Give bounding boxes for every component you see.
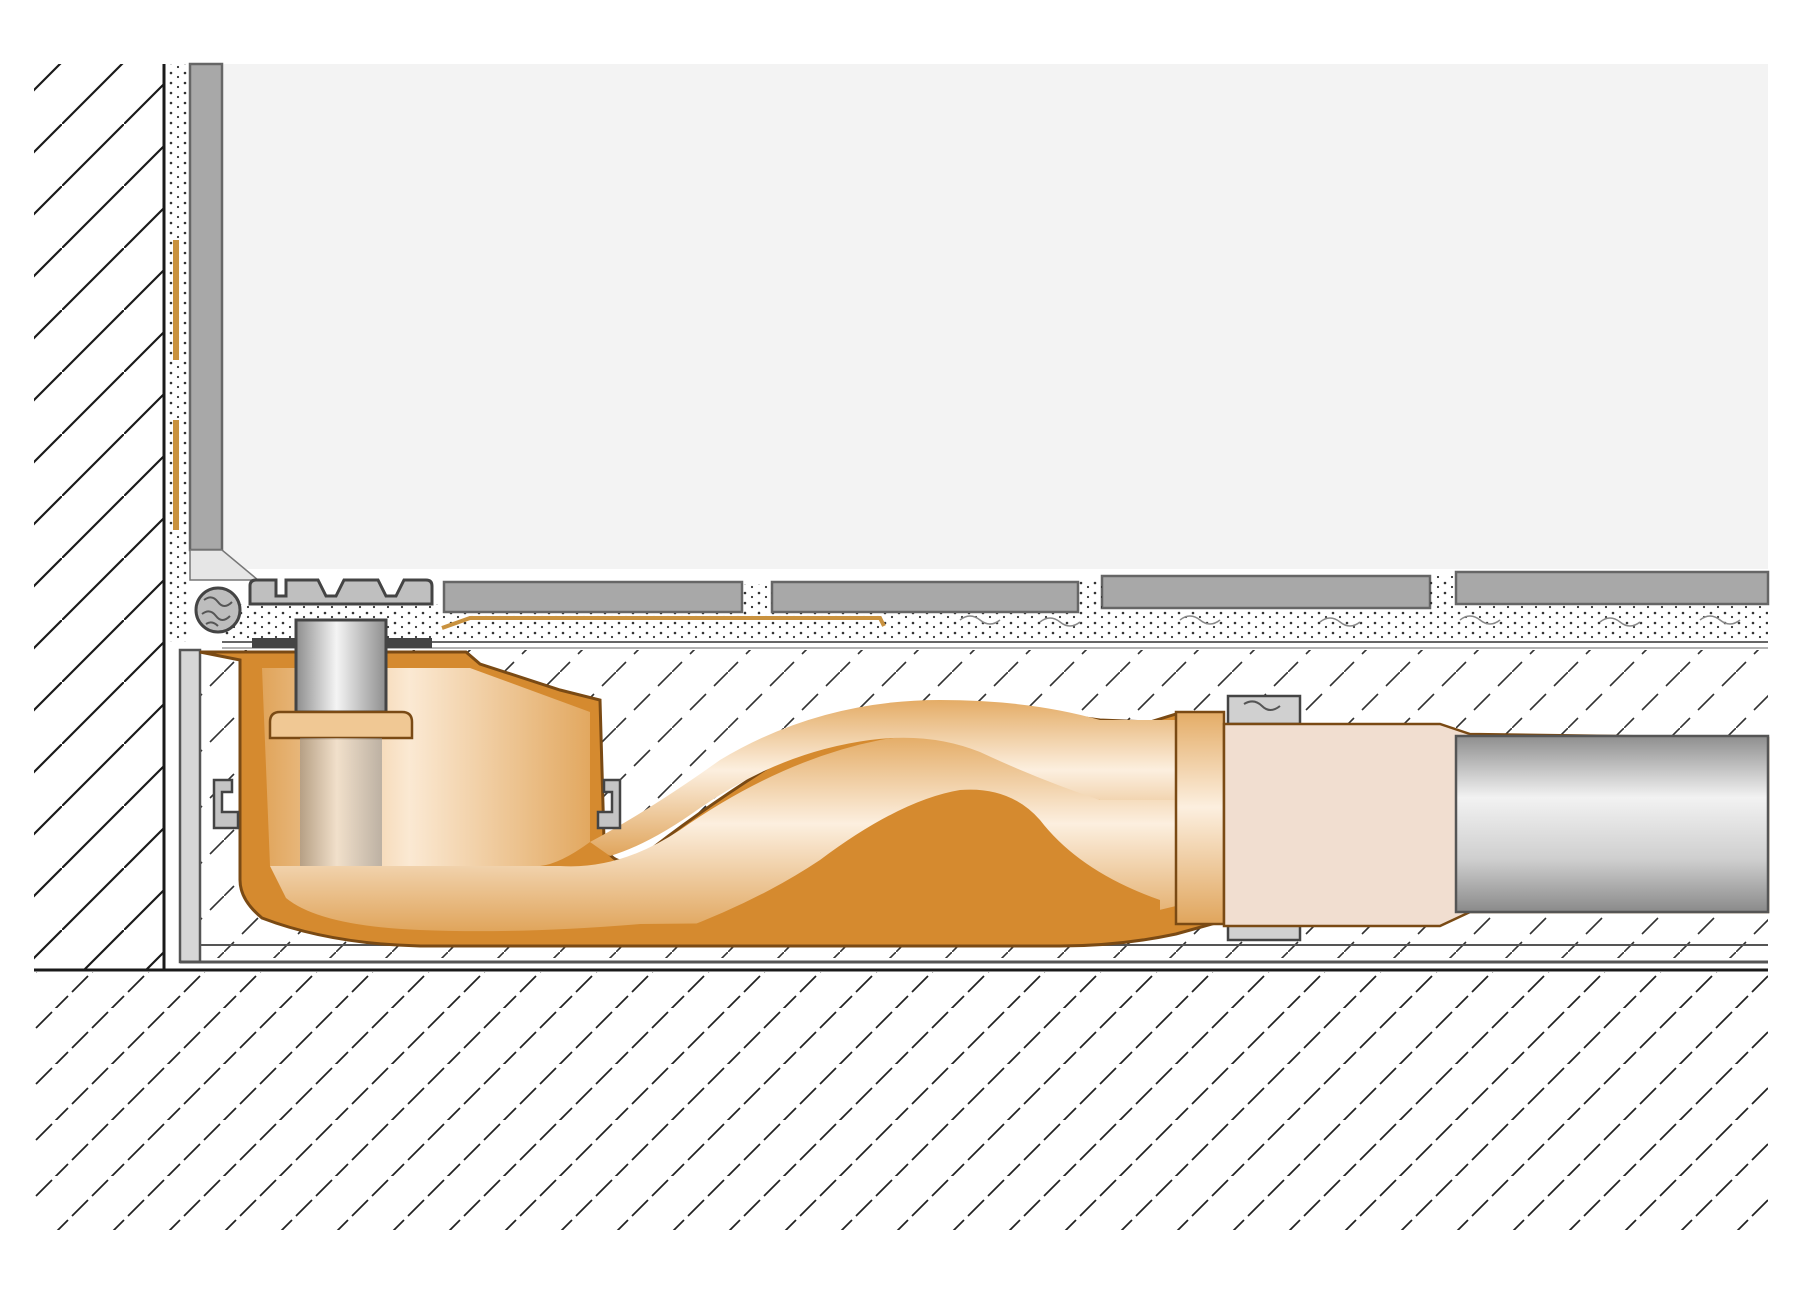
masonry-wall [34, 64, 166, 970]
floor-tile [1454, 570, 1770, 606]
wall-tile-assembly [166, 62, 261, 642]
floor-tile [442, 580, 744, 614]
floor-tile [770, 580, 1080, 614]
floor-tiles [442, 570, 1770, 614]
outlet-pipe [1222, 722, 1770, 928]
sealing-membrane [441, 616, 886, 630]
drain-riser [268, 618, 414, 866]
floor-tile [1100, 574, 1432, 610]
wall-tile [188, 62, 224, 552]
corner-sealing-cord [194, 586, 242, 634]
sealing-membrane-strip [173, 240, 179, 360]
room-interior [222, 64, 1768, 569]
sealing-membrane-strip [173, 420, 179, 530]
concrete-slab [34, 968, 1768, 1230]
